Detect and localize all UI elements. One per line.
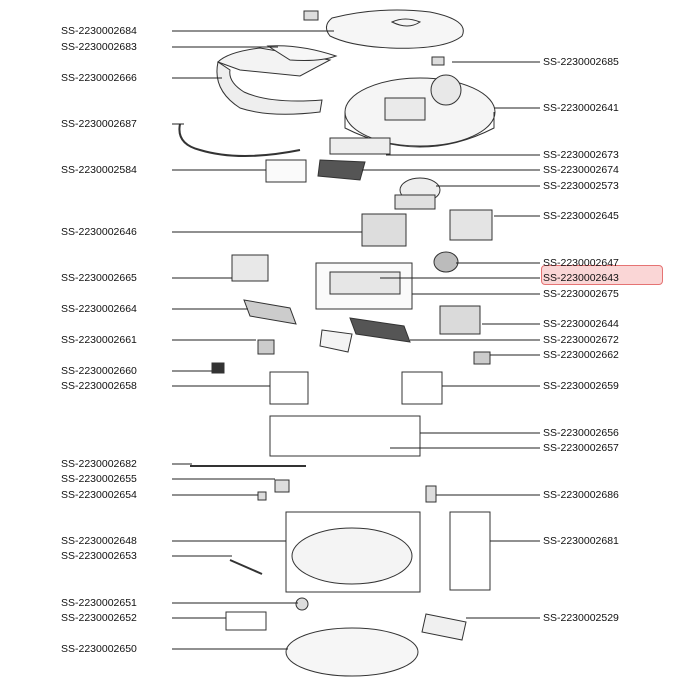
small-motor-part — [257, 339, 275, 355]
label-left-0: SS-2230002684 — [61, 25, 137, 37]
label-right-2: SS-2230002673 — [543, 149, 619, 161]
bumper-frame-part — [216, 47, 332, 115]
label-right-12: SS-2230002659 — [543, 380, 619, 392]
label-left-3: SS-2230002687 — [61, 118, 137, 130]
label-right-10: SS-2230002672 — [543, 334, 619, 346]
cable-harness-part — [269, 415, 421, 457]
label-left-4: SS-2230002584 — [61, 164, 137, 176]
label-left-8: SS-2230002661 — [61, 334, 137, 346]
label-right-0: SS-2230002685 — [543, 56, 619, 68]
bumper-strip-part — [178, 123, 301, 157]
label-left-11: SS-2230002682 — [61, 458, 137, 470]
bottom-cover-part — [285, 627, 419, 677]
side-brush-motor-part — [449, 209, 493, 241]
wheel-motor-right-part — [433, 251, 459, 273]
battery-part — [421, 613, 467, 641]
label-right-1: SS-2230002641 — [543, 102, 619, 114]
button-panel-part — [265, 159, 307, 183]
sensor-box-right-part — [401, 371, 443, 405]
label-left-15: SS-2230002653 — [61, 550, 137, 562]
label-left-1: SS-2230002683 — [61, 41, 137, 53]
top-cover-part — [326, 9, 464, 49]
label-left-16: SS-2230002651 — [61, 597, 137, 609]
label-right-13: SS-2230002656 — [543, 427, 619, 439]
label-right-11: SS-2230002662 — [543, 349, 619, 361]
brush-cover-part — [349, 317, 411, 343]
cover-latch-right — [431, 56, 445, 66]
connector-part — [274, 479, 290, 493]
wheel-drop-sensor-part — [473, 351, 491, 365]
label-left-2: SS-2230002666 — [61, 72, 137, 84]
bumper-sensors-part — [225, 611, 267, 631]
switch-part — [211, 362, 225, 374]
label-right-14: SS-2230002657 — [543, 442, 619, 454]
label-right-7: SS-2230002643 — [543, 272, 619, 284]
label-left-17: SS-2230002652 — [61, 612, 137, 624]
label-left-13: SS-2230002654 — [61, 489, 137, 501]
charging-contact-part — [425, 485, 437, 503]
label-right-15: SS-2230002686 — [543, 489, 619, 501]
small-cable-part — [229, 559, 263, 575]
lidar-part — [394, 177, 441, 210]
filter-part — [361, 213, 407, 247]
control-board-part — [317, 159, 366, 181]
wheel-module-left-part — [231, 254, 269, 282]
base-chassis-part — [285, 511, 421, 593]
label-left-5: SS-2230002646 — [61, 226, 137, 238]
label-right-5: SS-2230002645 — [543, 210, 619, 222]
label-right-17: SS-2230002529 — [543, 612, 619, 624]
label-right-9: SS-2230002644 — [543, 318, 619, 330]
small-clip-part — [257, 491, 267, 501]
label-left-7: SS-2230002664 — [61, 303, 137, 315]
wire-harness-part — [449, 511, 491, 591]
label-left-6: SS-2230002665 — [61, 272, 137, 284]
label-left-9: SS-2230002660 — [61, 365, 137, 377]
bumper-cover-part — [266, 45, 338, 61]
label-left-14: SS-2230002648 — [61, 535, 137, 547]
suction-motor-part — [439, 305, 481, 335]
main-body-part — [344, 74, 496, 148]
label-left-10: SS-2230002658 — [61, 380, 137, 392]
sensor-box-left-part — [269, 371, 309, 405]
pcb-part — [243, 299, 297, 325]
label-right-16: SS-2230002681 — [543, 535, 619, 547]
label-left-18: SS-2230002650 — [61, 643, 137, 655]
caster-wheel-part — [295, 597, 309, 611]
label-right-3: SS-2230002674 — [543, 164, 619, 176]
bracket-part — [319, 329, 353, 353]
label-right-6: SS-2230002647 — [543, 257, 619, 269]
label-right-4: SS-2230002573 — [543, 180, 619, 192]
highlighted-label-box — [541, 265, 663, 285]
label-left-12: SS-2230002655 — [61, 473, 137, 485]
label-right-8: SS-2230002675 — [543, 288, 619, 300]
cover-latch-left — [303, 10, 319, 21]
sensor-board-part — [329, 137, 391, 155]
